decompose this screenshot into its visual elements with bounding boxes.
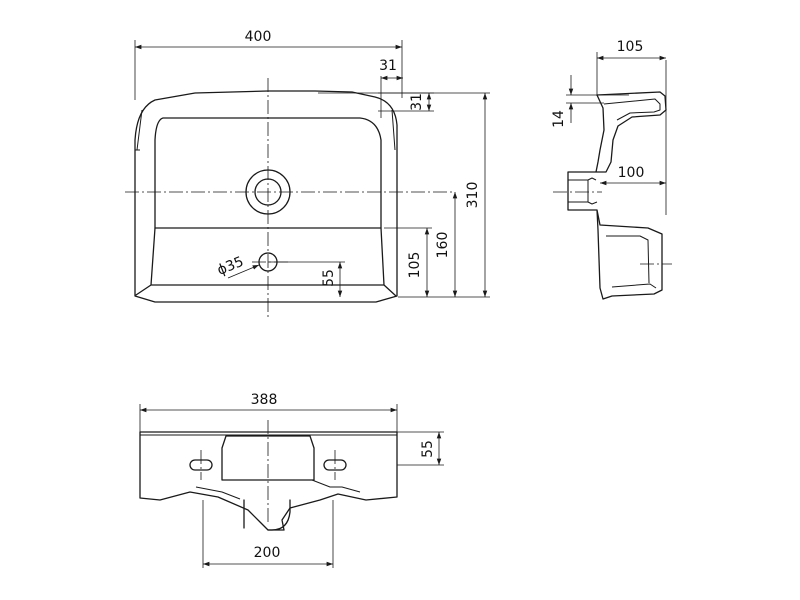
dim-side-width-105: 105 bbox=[617, 39, 644, 55]
dim-offset-top-31: 31 bbox=[409, 93, 425, 111]
dim-drain-depth-100: 100 bbox=[618, 165, 645, 181]
top-view: 400 31 31 310 160 105 55 ϕ35 bbox=[125, 29, 490, 318]
side-profile bbox=[567, 91, 667, 300]
front-bowl bbox=[221, 435, 315, 481]
dim-front-width-388: 388 bbox=[251, 392, 278, 408]
dim-edge-height-105: 105 bbox=[407, 252, 423, 279]
basin-side-rim bbox=[135, 109, 396, 151]
dim-width-400: 400 bbox=[245, 29, 272, 45]
dim-front-height-55: 55 bbox=[420, 440, 436, 458]
dim-hole-height-55: 55 bbox=[321, 269, 337, 287]
front-outline bbox=[139, 431, 398, 531]
side-rim-groove bbox=[603, 98, 661, 289]
side-view: 105 14 100 bbox=[551, 39, 672, 300]
dim-drain-spacing-200: 200 bbox=[254, 545, 281, 561]
dim-depth-310: 310 bbox=[465, 182, 481, 209]
basin-deck bbox=[135, 227, 397, 297]
dim-hole-diameter: ϕ35 bbox=[215, 254, 246, 279]
front-view: 388 55 200 bbox=[139, 392, 444, 568]
dim-offset-right-31: 31 bbox=[379, 58, 397, 74]
front-base-line bbox=[195, 479, 361, 500]
dim-rim-thickness-14: 14 bbox=[551, 110, 567, 128]
side-drain bbox=[568, 177, 598, 205]
front-trap bbox=[243, 499, 291, 531]
dim-center-height-160: 160 bbox=[435, 232, 451, 259]
basin-outer-outline bbox=[134, 90, 398, 303]
